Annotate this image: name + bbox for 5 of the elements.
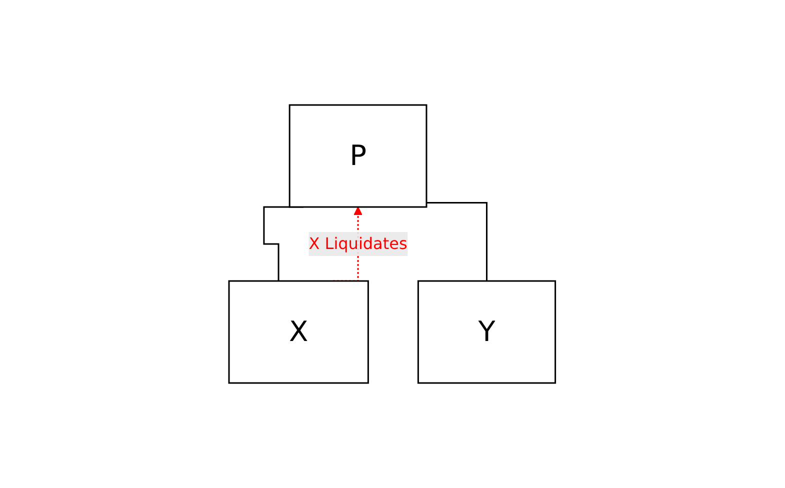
node-box: Y <box>418 280 556 384</box>
edge-label: X Liquidates <box>309 234 408 253</box>
node-box: P <box>289 104 428 208</box>
connector <box>426 202 488 281</box>
node-box: X <box>228 280 370 384</box>
